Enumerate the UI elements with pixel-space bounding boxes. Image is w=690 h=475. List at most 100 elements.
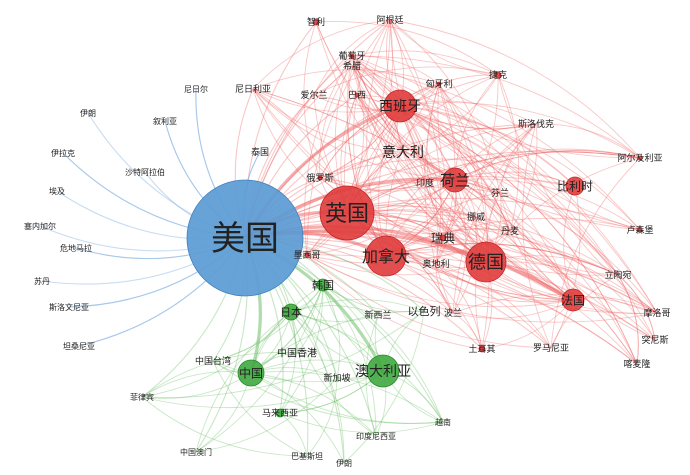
node-luxembourg bbox=[637, 227, 643, 233]
edge bbox=[296, 284, 324, 354]
edge bbox=[435, 263, 574, 302]
edge bbox=[475, 216, 574, 301]
edge bbox=[346, 151, 641, 214]
edge bbox=[195, 311, 292, 453]
edge bbox=[563, 185, 576, 301]
edge bbox=[306, 254, 552, 349]
node-label-australia: 澳大利亚 bbox=[355, 364, 411, 380]
edge bbox=[452, 294, 658, 314]
edge bbox=[356, 94, 641, 231]
edge bbox=[351, 55, 456, 181]
edge bbox=[438, 83, 456, 239]
node-label-macau: 中国澳门 bbox=[180, 447, 212, 457]
node-label-lithuania: 立陶宛 bbox=[604, 269, 631, 281]
edge bbox=[485, 157, 641, 263]
node-label-thailand: 泰国 bbox=[251, 146, 269, 158]
node-label-romania: 罗马尼亚 bbox=[533, 343, 569, 354]
edge bbox=[141, 396, 308, 457]
node-label-singapore: 新加坡 bbox=[323, 372, 350, 384]
edge bbox=[315, 21, 499, 76]
node-label-slovenia: 斯洛文尼亚 bbox=[49, 302, 89, 312]
edge bbox=[290, 311, 444, 423]
edge bbox=[351, 50, 499, 76]
node-label-greece: 希腊 bbox=[343, 60, 361, 72]
edge bbox=[385, 243, 619, 276]
edge bbox=[319, 177, 456, 192]
node-label-vietnam: 越南 bbox=[435, 417, 451, 427]
edge bbox=[346, 55, 387, 257]
edge bbox=[399, 105, 439, 265]
node-label-usa: 美国 bbox=[211, 219, 279, 259]
edge bbox=[438, 83, 490, 350]
edge bbox=[346, 212, 574, 301]
node-label-india: 印度 bbox=[416, 177, 434, 189]
node-label-algeria: 阿尔及利亚 bbox=[617, 152, 662, 164]
edge bbox=[454, 179, 638, 365]
edge bbox=[346, 212, 656, 341]
edge bbox=[250, 372, 377, 437]
edge bbox=[454, 179, 574, 301]
node-czech bbox=[494, 71, 502, 79]
node-label-korea: 韩国 bbox=[312, 278, 334, 292]
node-label-saudi: 沙特阿拉伯 bbox=[125, 167, 165, 177]
edge bbox=[250, 372, 444, 424]
edge bbox=[290, 299, 425, 313]
edge bbox=[303, 21, 321, 179]
edge bbox=[402, 151, 574, 301]
edge bbox=[306, 105, 401, 256]
node-germany bbox=[465, 241, 507, 283]
node-label-austria: 奥地利 bbox=[422, 258, 449, 270]
edge bbox=[454, 178, 641, 231]
edge bbox=[475, 216, 619, 276]
edge bbox=[522, 123, 552, 349]
node-canada bbox=[365, 235, 407, 277]
node-label-tanzania: 坦桑尼亚 bbox=[63, 341, 95, 351]
edge bbox=[442, 74, 499, 239]
edge bbox=[438, 83, 574, 301]
edge bbox=[351, 55, 487, 263]
edge bbox=[438, 83, 488, 263]
edge bbox=[356, 94, 487, 263]
edge bbox=[252, 88, 574, 301]
edge bbox=[252, 88, 404, 153]
node-label-brazil: 巴西 bbox=[348, 90, 366, 101]
edge bbox=[617, 274, 639, 365]
edge bbox=[322, 284, 425, 313]
edge bbox=[385, 255, 574, 303]
edge bbox=[313, 94, 387, 257]
edge bbox=[244, 233, 656, 341]
edge bbox=[252, 88, 456, 181]
edge bbox=[509, 123, 538, 232]
edge bbox=[435, 263, 483, 350]
node-label-turkey: 土耳其 bbox=[468, 343, 495, 355]
node-label-denmark: 丹麦 bbox=[501, 225, 519, 237]
node-spain bbox=[383, 89, 417, 123]
edge bbox=[435, 263, 454, 314]
node-china bbox=[237, 359, 265, 387]
edge bbox=[399, 105, 511, 232]
node-label-argentina: 阿根廷 bbox=[376, 14, 403, 26]
edge bbox=[617, 274, 656, 341]
label-layer: 美国英国德国加拿大西班牙意大利荷兰法国巴西葡萄牙智利阿根廷希腊匈牙利捷克比利时斯… bbox=[24, 14, 671, 468]
node-label-philippines: 菲律宾 bbox=[130, 392, 154, 402]
edge bbox=[399, 105, 619, 276]
edge bbox=[402, 74, 499, 153]
node-label-tunisia: 突尼斯 bbox=[641, 334, 668, 346]
node-portugal bbox=[349, 53, 355, 59]
edge bbox=[346, 151, 641, 214]
edge bbox=[389, 19, 442, 265]
edge bbox=[351, 65, 641, 231]
edge bbox=[250, 371, 444, 423]
edge bbox=[454, 179, 658, 314]
edge bbox=[252, 88, 401, 113]
node-label-mexico: 墨西哥 bbox=[293, 250, 320, 261]
edge bbox=[454, 179, 658, 314]
edge bbox=[385, 217, 641, 257]
edge bbox=[438, 83, 641, 231]
edge bbox=[385, 251, 658, 314]
edge bbox=[454, 179, 619, 276]
edge bbox=[399, 105, 638, 365]
edge bbox=[313, 94, 619, 276]
edge bbox=[356, 94, 501, 194]
edge bbox=[319, 65, 353, 179]
